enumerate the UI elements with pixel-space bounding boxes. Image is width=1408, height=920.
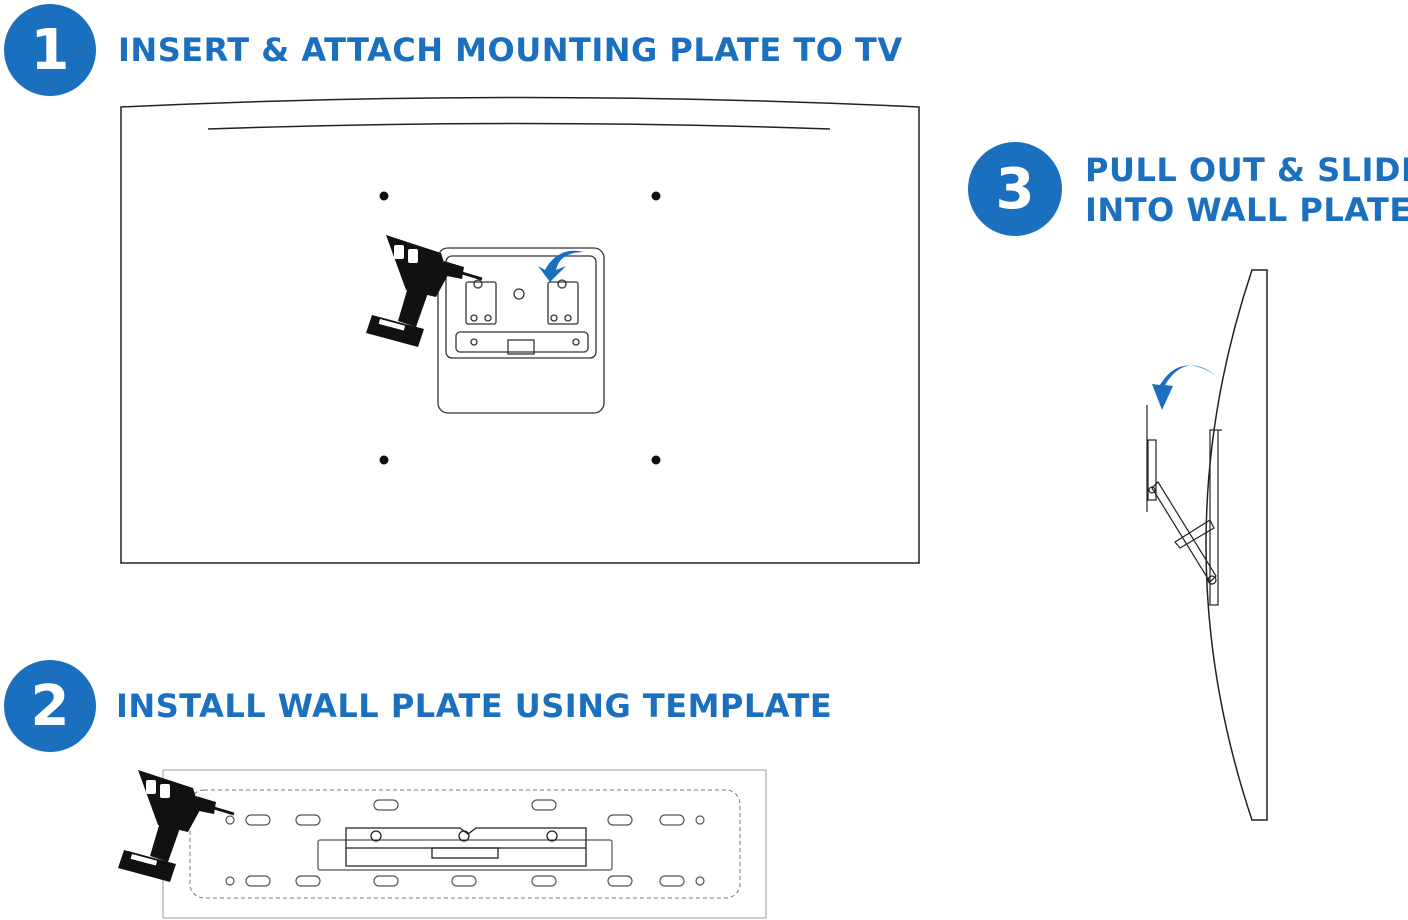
curved-arrow-icon bbox=[1152, 365, 1215, 410]
drill-icon bbox=[116, 768, 236, 884]
tv-rear-outline bbox=[120, 96, 920, 564]
step-2-title: INSTALL WALL PLATE USING TEMPLATE bbox=[116, 687, 833, 725]
step-1-badge: 1 bbox=[4, 4, 96, 96]
step-3-title-line-1: PULL OUT & SLIDE bbox=[1085, 151, 1408, 189]
step-3-title-line-2: INTO WALL PLATE bbox=[1085, 191, 1408, 229]
vesa-holes bbox=[379, 191, 661, 465]
step-3-badge: 3 bbox=[968, 142, 1062, 236]
step-3-title: PULL OUT & SLIDE INTO WALL PLATE bbox=[1085, 150, 1408, 230]
mounting-plate bbox=[437, 247, 605, 414]
step-2-badge: 2 bbox=[4, 660, 96, 752]
wall-plate bbox=[345, 827, 587, 867]
wall-mount-arm bbox=[1146, 405, 1222, 606]
wall-template bbox=[162, 769, 767, 919]
drill-icon bbox=[364, 233, 484, 349]
rotate-arrow-icon bbox=[538, 250, 584, 282]
tv-side-profile bbox=[1205, 269, 1268, 821]
step-1-title: INSERT & ATTACH MOUNTING PLATE TO TV bbox=[118, 31, 903, 69]
